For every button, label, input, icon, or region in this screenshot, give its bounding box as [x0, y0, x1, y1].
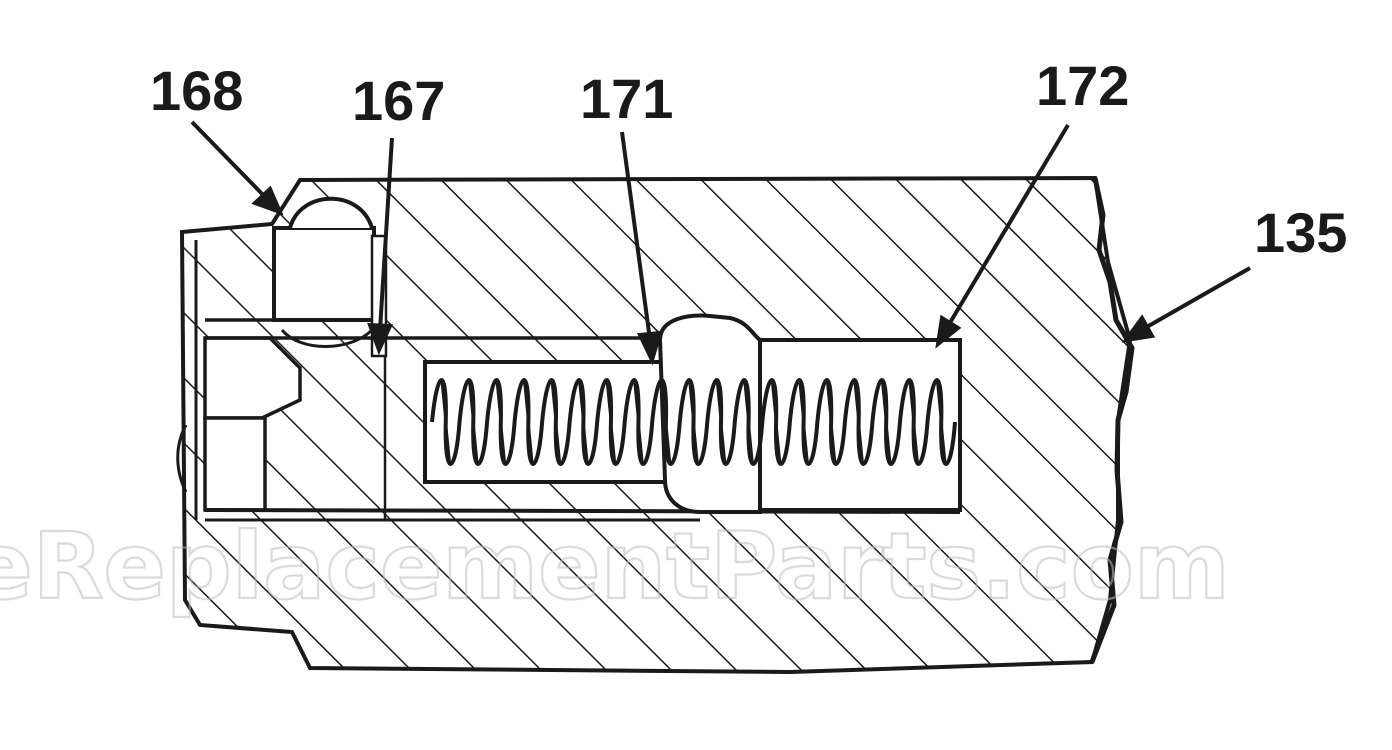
callout-168: 168	[150, 59, 243, 122]
ball-168	[272, 196, 376, 348]
watermark-text: eReplacementParts.com	[0, 513, 1230, 620]
callout-167: 167	[352, 69, 445, 132]
callout-171: 171	[580, 67, 673, 130]
callout-135: 135	[1254, 201, 1347, 264]
callout-172: 172	[1036, 54, 1129, 117]
spring-coil	[430, 378, 957, 466]
leader-lines	[190, 120, 1251, 366]
